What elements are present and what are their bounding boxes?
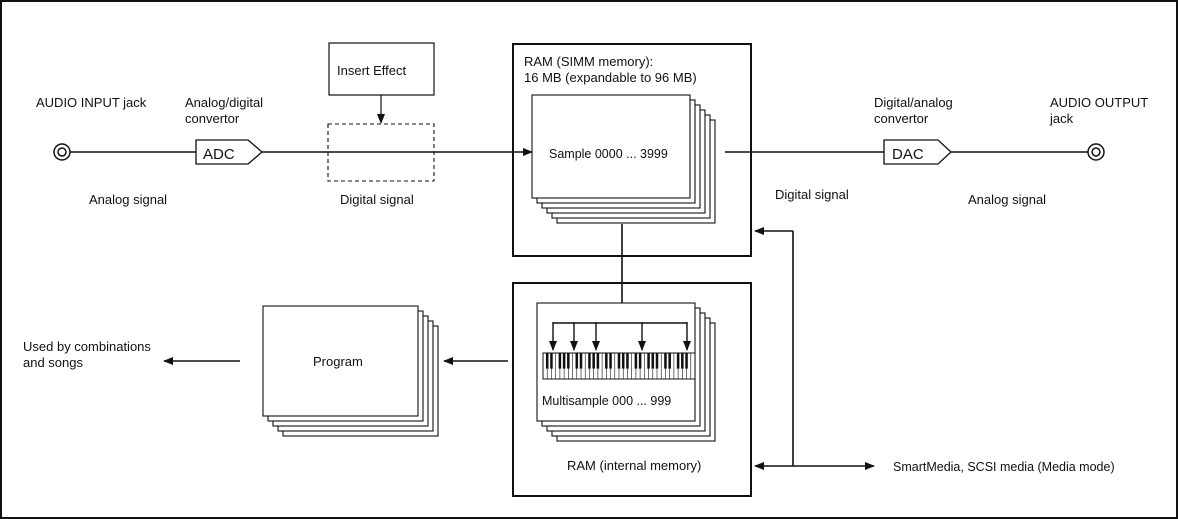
adc-label: ADC bbox=[203, 146, 235, 163]
dac-label: DAC bbox=[892, 146, 924, 163]
audio-output-jack-icon bbox=[1087, 143, 1105, 161]
sample-stack bbox=[531, 94, 716, 224]
ram-internal-box bbox=[512, 282, 752, 497]
ram-internal-label: RAM (internal memory) bbox=[567, 458, 702, 473]
multisample-range-label: Multisample 000 ... 999 bbox=[542, 394, 672, 408]
analog-signal-left-label: Analog signal bbox=[89, 192, 168, 207]
sample-map-arrows bbox=[549, 322, 691, 351]
audio-output-label-1: AUDIO OUTPUT bbox=[1050, 95, 1149, 110]
sample-range-label: Sample 0000 ... 3999 bbox=[549, 147, 668, 161]
adc-block bbox=[195, 139, 263, 165]
analog-signal-right-label: Analog signal bbox=[968, 192, 1047, 207]
ram-simm-label-1: RAM (SIMM memory): bbox=[524, 54, 654, 69]
adc-convertor-label-2: convertor bbox=[185, 111, 240, 126]
dac-convertor-label-1: Digital/analog bbox=[874, 95, 953, 110]
insert-effect-slot bbox=[327, 123, 435, 182]
keyboard-icon bbox=[542, 352, 696, 380]
digital-signal-left-label: Digital signal bbox=[340, 192, 414, 207]
dac-block bbox=[883, 139, 952, 165]
audio-input-jack-icon bbox=[53, 143, 71, 161]
digital-signal-right-label: Digital signal bbox=[775, 187, 849, 202]
insert-effect-label: Insert Effect bbox=[337, 63, 407, 78]
program-stack bbox=[262, 305, 439, 437]
ram-simm-label-2: 16 MB (expandable to 96 MB) bbox=[524, 70, 697, 85]
ram-simm-box bbox=[512, 43, 752, 257]
program-label: Program bbox=[313, 354, 363, 369]
used-by-label-1: Used by combinations bbox=[23, 339, 151, 354]
dac-convertor-label-2: convertor bbox=[874, 111, 929, 126]
used-by-label-2: and songs bbox=[23, 355, 83, 370]
audio-output-label-2: jack bbox=[1050, 111, 1074, 126]
media-label: SmartMedia, SCSI media (Media mode) bbox=[893, 460, 1115, 474]
insert-effect-box bbox=[328, 42, 435, 96]
audio-input-jack-label: AUDIO INPUT jack bbox=[36, 95, 147, 110]
adc-convertor-label-1: Analog/digital bbox=[185, 95, 264, 110]
